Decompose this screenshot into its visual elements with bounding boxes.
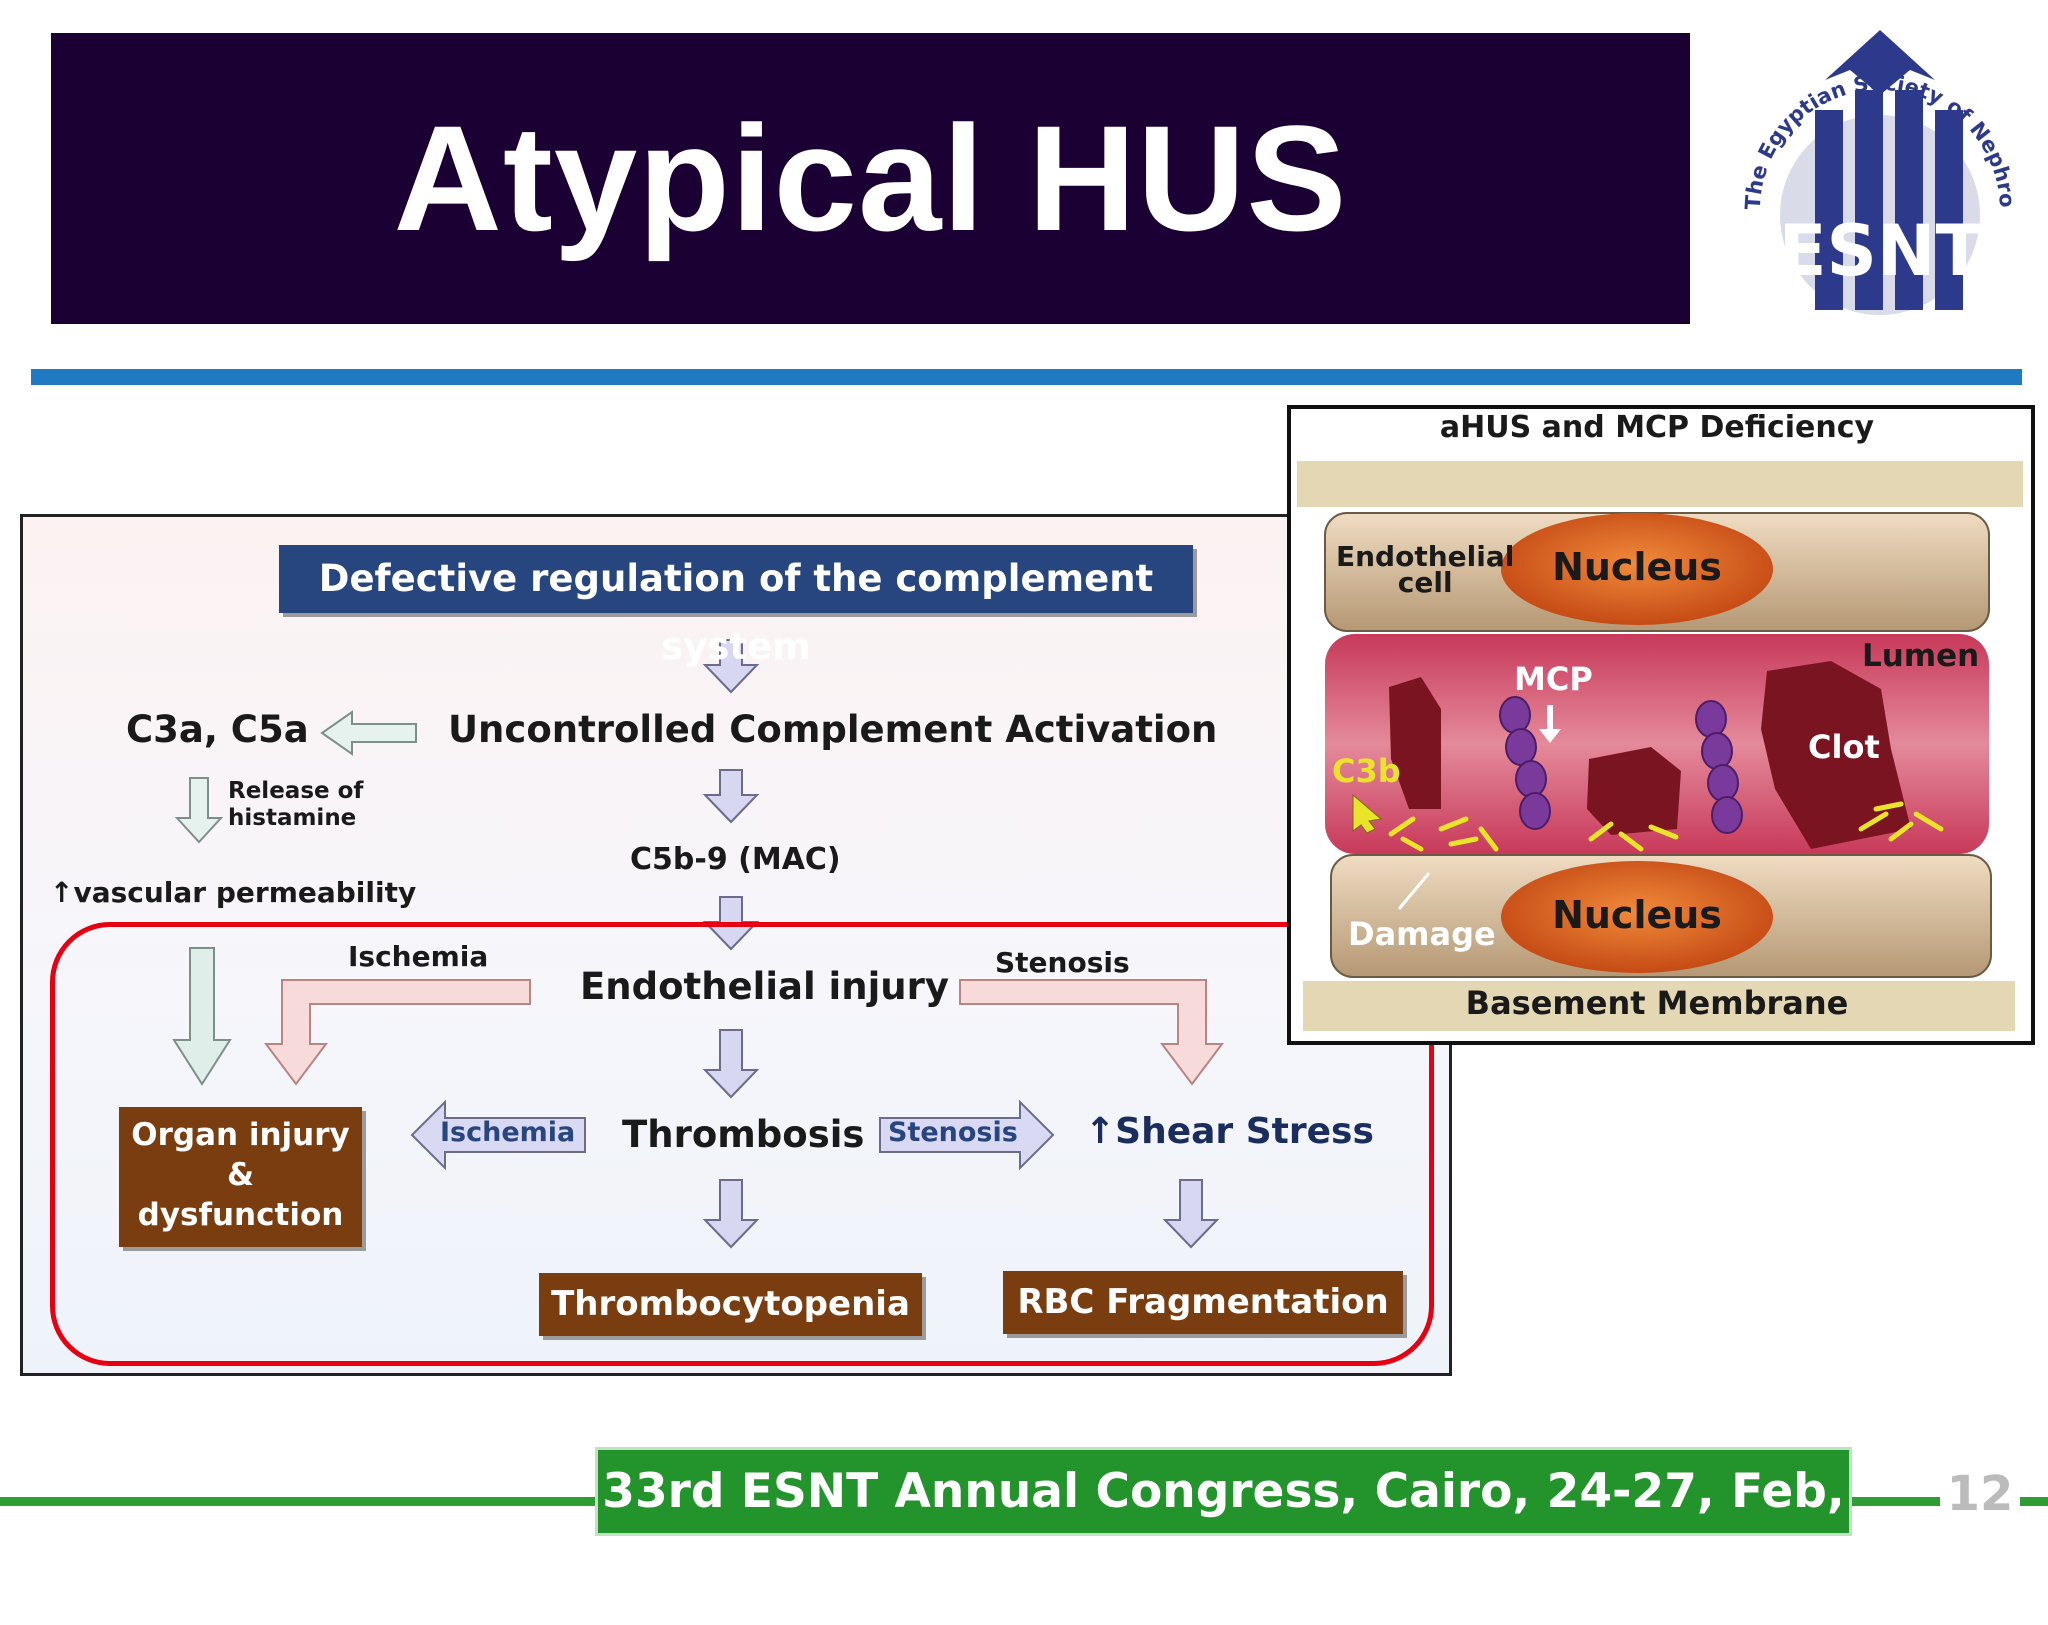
mcp-illustration — [1297, 461, 2023, 1031]
flow-arrows — [172, 639, 1224, 1249]
clot-label: Clot — [1808, 728, 1880, 766]
arrow-bent-stenosis — [959, 979, 1224, 1086]
arrow-left-c3a — [320, 710, 417, 756]
nucleus-top-label: Nucleus — [1552, 545, 1722, 589]
clot-shape-right — [1761, 661, 1911, 849]
arrow-right-stenosis — [879, 1099, 1055, 1171]
logo-mark: ESNT — [1779, 210, 1984, 292]
endothelial-injury-label: Endothelial injury — [580, 965, 949, 1008]
lumen-label: Lumen — [1862, 638, 1980, 674]
arrow-down-permeability — [172, 947, 232, 1086]
arrow-down-4 — [702, 1029, 760, 1099]
arrow-down-6 — [1162, 1179, 1220, 1249]
mac-label: C5b-9 (MAC) — [630, 842, 841, 877]
ischemia-top-label: Ischemia — [348, 940, 489, 973]
arrow-bent-ischemia — [264, 979, 531, 1086]
shear-stress-label: ↑Shear Stress — [1085, 1111, 1374, 1152]
c3b-label: C3b — [1332, 752, 1401, 790]
thrombosis-label: Thrombosis — [622, 1113, 865, 1156]
header-rule — [31, 369, 2022, 385]
nucleus-bottom-label: Nucleus — [1552, 893, 1722, 937]
damage-label: Damage — [1348, 915, 1496, 953]
basement-membrane-label: Basement Membrane — [1465, 984, 1849, 1022]
organ-injury-box: Organ injury & dysfunction — [119, 1107, 362, 1247]
page-number: 12 — [1940, 1466, 2020, 1526]
arrow-down-1 — [702, 639, 760, 694]
footer-banner — [595, 1447, 1852, 1536]
ischemia-arrow-label: Ischemia — [440, 1117, 576, 1148]
footer-text: 33rd ESNT Annual Congress, Cairo, 24-27,… — [602, 1464, 1845, 1608]
histamine-label: Release of histamine — [228, 778, 364, 831]
nucleus-bottom-shape — [1501, 861, 1773, 973]
stenosis-arrow-label: Stenosis — [888, 1117, 1018, 1148]
thrombocytopenia-box: Thrombocytopenia — [539, 1273, 922, 1336]
stenosis-top-label: Stenosis — [995, 946, 1130, 979]
rbc-fragmentation-box: RBC Fragmentation — [1003, 1271, 1403, 1334]
highlight-frame — [50, 922, 1434, 1366]
slide-title: Atypical HUS — [393, 94, 1348, 262]
complement-regulation-box: Defective regulation of the complement s… — [279, 545, 1193, 668]
arrow-down-histamine — [174, 777, 224, 844]
clot-shape-left — [1389, 677, 1441, 809]
title-bar — [51, 33, 1690, 324]
arrow-left-ischemia — [410, 1099, 586, 1171]
inset-title: aHUS and MCP Deficiency — [1439, 410, 1875, 445]
mcp-label: MCP — [1514, 660, 1593, 698]
c3a-c5a-label: C3a, C5a — [126, 708, 309, 751]
arrow-down-5 — [702, 1179, 760, 1249]
vascular-permeability-label: ↑vascular permeability — [50, 876, 417, 909]
clot-shape-middle — [1587, 747, 1681, 835]
complement-activation-label: Uncontrolled Complement Activation — [448, 708, 1218, 751]
endothelial-cell-label: Endothelial cell — [1336, 540, 1515, 599]
nucleus-top-shape — [1501, 513, 1773, 625]
esnt-logo: ESNT The Egyptian Society of Nephrology … — [1697, 0, 2045, 355]
arrow-down-2 — [702, 769, 760, 824]
